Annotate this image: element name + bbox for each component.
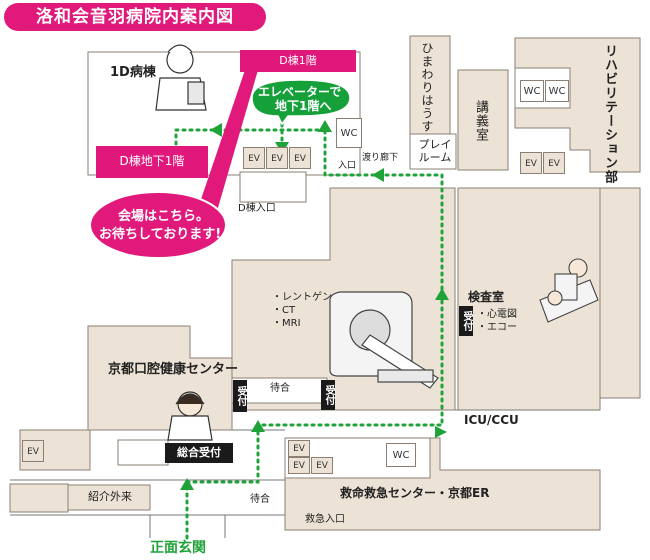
ev-er-3: EV xyxy=(311,457,333,474)
venue-callout-tail xyxy=(196,70,258,218)
imaging-item-mri: ・MRI xyxy=(272,318,301,329)
ev-d-2: EV xyxy=(266,147,288,169)
kensa-item-ecg: ・心電図 xyxy=(477,309,517,320)
front-entrance-label: 正面玄関 xyxy=(150,540,206,556)
dental-center-label: 京都口腔健康センター xyxy=(108,362,239,377)
rehab-label: リハビリテーション部 xyxy=(602,44,617,184)
ev-lower-left: EV xyxy=(22,440,44,462)
icu-label: ICU/CCU xyxy=(464,413,519,427)
wc-d: WC xyxy=(336,118,362,148)
wc-rehab-2: WC xyxy=(545,80,569,102)
receptionist-illustration xyxy=(167,391,213,441)
elevator-callout-line2: 地下1階へ xyxy=(275,99,332,113)
lecture-room-label: 講義室 xyxy=(473,100,488,142)
ev-er-2: EV xyxy=(288,457,310,474)
kensa-reception: 受付 xyxy=(459,306,473,336)
route-arrows xyxy=(180,120,449,490)
venue-callout-line1: 会場はこちら。 xyxy=(118,209,210,224)
venue-callout-line2: お待ちしております! xyxy=(99,227,222,242)
imaging-item-ct: ・CT xyxy=(272,305,296,316)
exam-illustration xyxy=(539,258,599,323)
ev-d-3: EV xyxy=(289,147,311,169)
d-1f-label: D棟1階 xyxy=(240,50,356,72)
main-reception: 総合受付 xyxy=(165,443,233,463)
himawari-label: ひまわりはうす xyxy=(420,42,434,133)
imaging-item-xray: ・レントゲン xyxy=(272,292,332,303)
wc-rehab-1: WC xyxy=(520,80,544,102)
referral-label: 紹介外来 xyxy=(88,490,132,503)
ev-er-1: EV xyxy=(288,440,310,457)
ward-1d-label: 1D病棟 xyxy=(110,65,156,80)
entrance-label: 入口 xyxy=(338,161,357,171)
waiting-1-label: 待合 xyxy=(270,383,290,394)
venue-callout-bubble xyxy=(89,191,227,259)
elevator-callout-line1: エレベーターで xyxy=(258,85,342,99)
imaging-reception: 受付 xyxy=(321,380,335,410)
ev-rehab-1: EV xyxy=(520,152,542,174)
d-entrance-label: D棟入口 xyxy=(238,203,276,214)
kensashitsu-label: 検査室 xyxy=(468,290,505,304)
kensa-item-echo: ・エコー xyxy=(477,322,517,333)
dental-reception: 受付 xyxy=(233,380,247,412)
playroom-label: プレイルーム xyxy=(418,138,452,164)
ct-scanner-illustration xyxy=(329,291,439,389)
waiting-2-label: 待合 xyxy=(250,494,270,505)
er-entrance-label: 救急入口 xyxy=(305,514,345,525)
nurse-illustration xyxy=(155,44,207,111)
watari-rouka-label: 渡り廊下 xyxy=(362,153,399,163)
wc-er: WC xyxy=(386,443,416,467)
ev-d-1: EV xyxy=(243,147,265,169)
map-title: 洛和会音羽病院内案内図 xyxy=(4,3,266,31)
ev-rehab-2: EV xyxy=(543,152,565,174)
elevator-callout-bubble xyxy=(251,79,351,126)
d-b1-label: D棟地下1階 xyxy=(96,146,208,178)
er-label: 救命救急センター・京都ER xyxy=(340,486,490,500)
